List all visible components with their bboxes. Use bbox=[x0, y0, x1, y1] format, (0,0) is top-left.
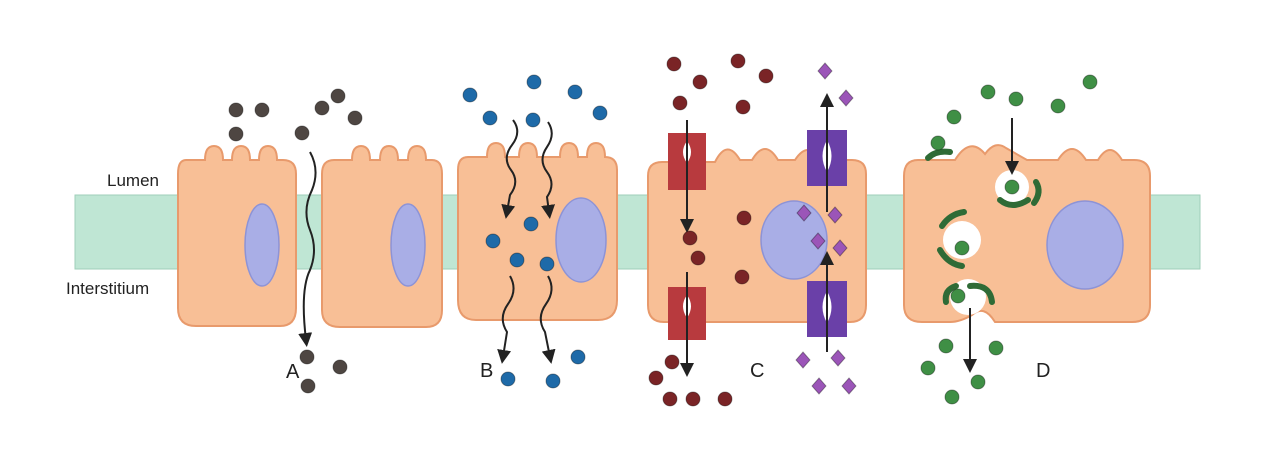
nucleus bbox=[1046, 200, 1124, 290]
nucleus bbox=[244, 203, 280, 287]
panel-label-c: C bbox=[750, 360, 764, 382]
arrow-icon bbox=[501, 119, 519, 219]
lumen-label: Lumen bbox=[107, 171, 159, 190]
coated-vesicle-icon bbox=[925, 148, 1042, 305]
panel-label-a: A bbox=[286, 361, 300, 383]
nucleus bbox=[555, 197, 607, 283]
panel-label-d: D bbox=[1036, 360, 1050, 382]
particles-a bbox=[228, 88, 363, 394]
arrow-icon bbox=[541, 121, 556, 219]
particles-c-diamonds bbox=[795, 62, 857, 395]
arrow-icon bbox=[497, 275, 515, 364]
cell-c bbox=[647, 148, 867, 323]
arrow-icon bbox=[539, 275, 556, 364]
nucleus bbox=[390, 203, 426, 287]
panel-label-b: B bbox=[480, 360, 493, 382]
particles-d bbox=[920, 74, 1098, 405]
arrow-icon bbox=[298, 151, 317, 347]
particles-b bbox=[462, 74, 608, 389]
vesicle-pocket bbox=[943, 221, 981, 259]
particles-c bbox=[648, 53, 774, 407]
interstitium-label: Interstitium bbox=[66, 279, 149, 298]
nucleus bbox=[760, 200, 828, 280]
